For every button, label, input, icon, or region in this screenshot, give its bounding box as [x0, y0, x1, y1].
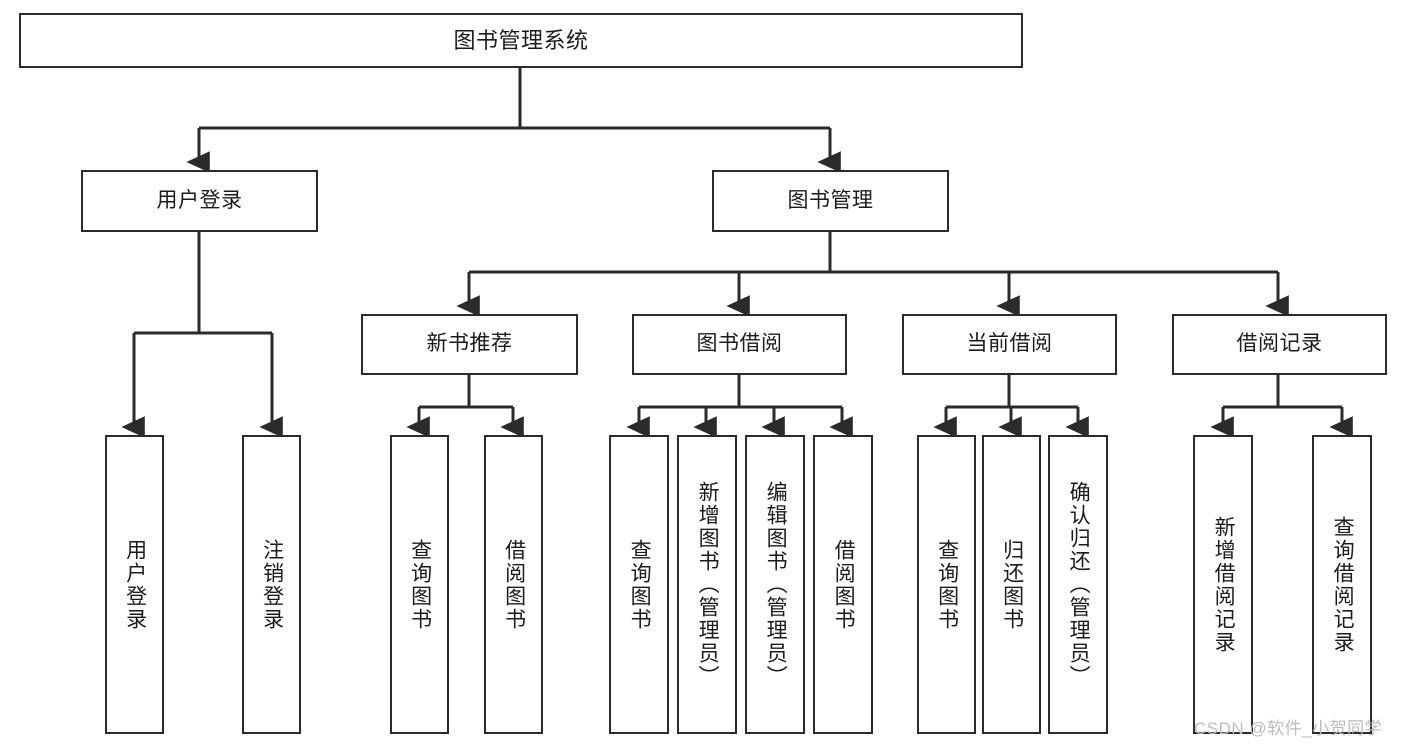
node-label: 查询借阅记录 [1331, 515, 1355, 654]
leaf-user-login-logout[interactable]: 注销登录 [242, 435, 301, 734]
node-label: 新增图书（管理员） [696, 481, 720, 688]
node-label: 用户登录 [156, 188, 243, 212]
leaf-book-borrow-query[interactable]: 查询图书 [609, 435, 669, 734]
node-book-management[interactable]: 图书管理 [712, 170, 949, 232]
leaf-book-borrow-borrow[interactable]: 借阅图书 [813, 435, 873, 734]
node-label: 当前借阅 [966, 332, 1053, 356]
node-label: 确认归还（管理员） [1067, 481, 1091, 688]
node-label: 查询图书 [628, 538, 652, 631]
node-root-book-management-system[interactable]: 图书管理系统 [19, 13, 1023, 68]
node-label: 图书管理 [787, 188, 874, 212]
node-label: 图书管理系统 [453, 27, 589, 53]
leaf-book-borrow-edit[interactable]: 编辑图书（管理员） [745, 435, 805, 734]
node-label: 注销登录 [260, 538, 284, 631]
leaf-current-borrow-return[interactable]: 归还图书 [982, 435, 1041, 734]
leaf-new-book-query[interactable]: 查询图书 [390, 435, 449, 734]
node-label: 编辑图书（管理员） [764, 481, 788, 688]
node-label: 借阅图书 [502, 538, 526, 631]
node-user-login[interactable]: 用户登录 [81, 170, 318, 232]
node-label: 查询图书 [935, 538, 959, 631]
node-label: 借阅记录 [1236, 332, 1323, 356]
node-new-book-recommend[interactable]: 新书推荐 [361, 314, 578, 375]
leaf-borrow-record-query[interactable]: 查询借阅记录 [1312, 435, 1372, 734]
leaf-current-borrow-confirm-return[interactable]: 确认归还（管理员） [1048, 435, 1108, 734]
node-label: 归还图书 [1000, 538, 1024, 631]
node-label: 新增借阅记录 [1212, 515, 1236, 654]
leaf-book-borrow-add[interactable]: 新增图书（管理员） [677, 435, 737, 734]
node-borrow-record[interactable]: 借阅记录 [1172, 314, 1387, 375]
leaf-current-borrow-query[interactable]: 查询图书 [917, 435, 976, 734]
node-label: 图书借阅 [696, 332, 783, 356]
leaf-new-book-borrow[interactable]: 借阅图书 [484, 435, 543, 734]
node-label: 查询图书 [408, 538, 432, 631]
leaf-user-login-login[interactable]: 用户登录 [105, 435, 164, 734]
node-label: 用户登录 [123, 538, 147, 631]
leaf-borrow-record-add[interactable]: 新增借阅记录 [1193, 435, 1253, 734]
node-book-borrow[interactable]: 图书借阅 [632, 314, 847, 375]
node-label: 新书推荐 [426, 332, 513, 356]
node-current-borrow[interactable]: 当前借阅 [902, 314, 1117, 375]
node-label: 借阅图书 [832, 538, 856, 631]
